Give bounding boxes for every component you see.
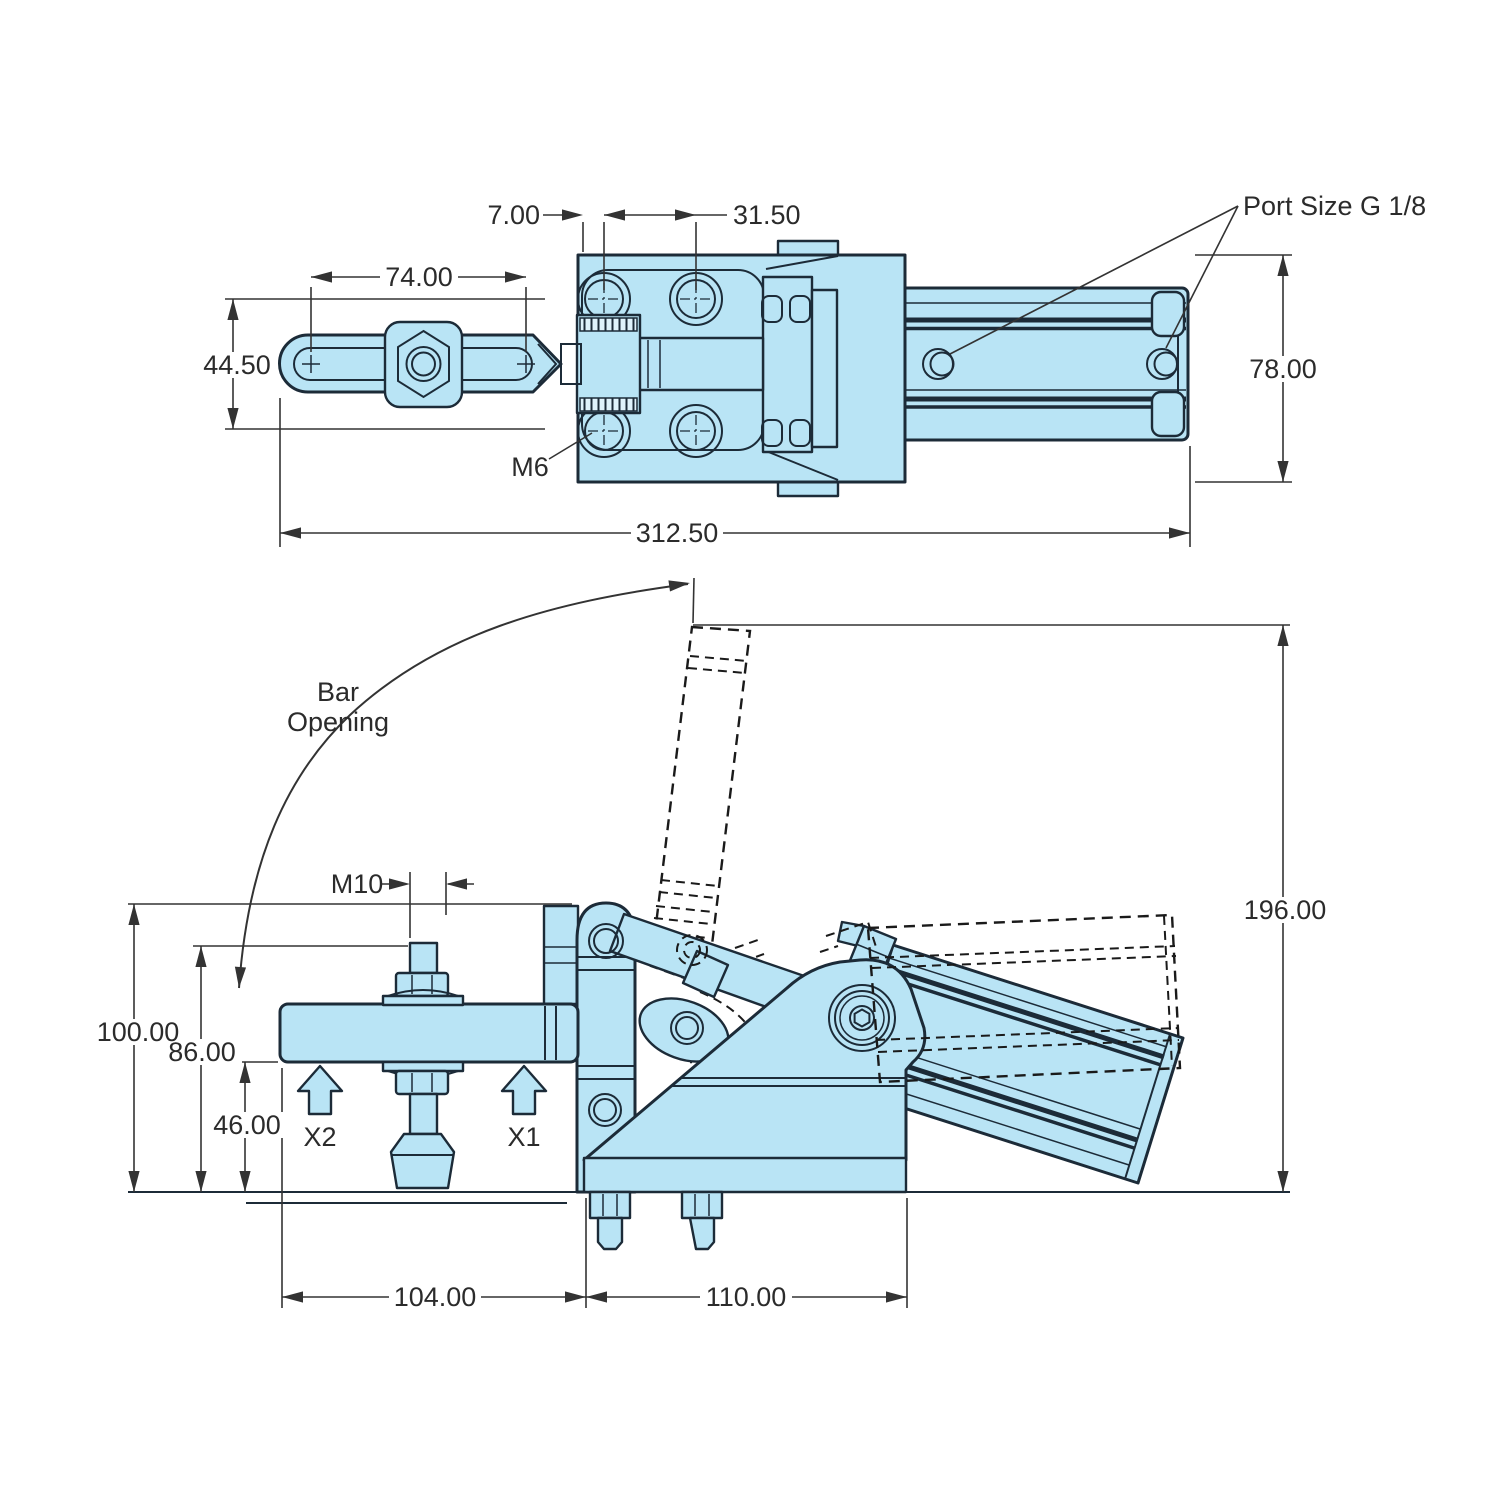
front-view-solid <box>128 901 1290 1251</box>
x1-arrow <box>500 1064 548 1116</box>
m6-leader <box>548 432 593 460</box>
bar-pivot-boss <box>588 923 624 959</box>
rail-end-lug-top <box>1150 290 1186 338</box>
bar-opening-label-line1: Bar <box>317 677 359 707</box>
thread-label-m6: M6 <box>511 452 549 482</box>
dashed-pivot-pin <box>676 934 708 966</box>
top-view: 7.00 31.50 74.00 44.50 78.00 312.50 M6 P… <box>199 191 1426 548</box>
port-leader-left <box>949 205 1239 355</box>
port-size-label: Port Size G 1/8 <box>1243 191 1426 221</box>
sensor-label-x2: X2 <box>303 1122 336 1152</box>
mounting-screw-bottom-right <box>669 404 723 458</box>
thread-label-m10: M10 <box>331 869 384 899</box>
main-pivot-socket <box>849 1005 875 1031</box>
open-position-cylinder-dashed <box>676 913 1182 1084</box>
clamp-arm-top-view <box>278 320 563 409</box>
clamp-bar-front-view <box>278 1002 580 1064</box>
dim-label-78-00: 78.00 <box>1249 354 1317 384</box>
dim-label-46-00: 46.00 <box>213 1110 281 1140</box>
bar-end-holder <box>542 904 580 1006</box>
clamp-body-top-view <box>576 239 907 498</box>
lower-pivot-boss <box>588 1093 622 1127</box>
spindle-stud-top <box>408 941 439 975</box>
port-leader-right <box>1165 205 1239 349</box>
spindle-nut-lower <box>394 1069 450 1096</box>
sensor-label-x1: X1 <box>507 1122 540 1152</box>
spindle-foot <box>389 1132 456 1190</box>
dim-label-7-00: 7.00 <box>487 200 540 230</box>
slot-center-mark-right <box>517 355 535 373</box>
dim-label-104-00: 104.00 <box>394 1282 477 1312</box>
x2-arrow <box>296 1064 344 1116</box>
bar-opening-label-line2: Opening <box>287 707 389 737</box>
thread-hatch-bottom <box>579 397 638 412</box>
base-bolt-right <box>680 1190 724 1251</box>
dim-label-110-00: 110.00 <box>706 1282 787 1312</box>
front-view: 100.00 86.00 46.00 104.00 110.00 196.00 … <box>92 577 1331 1312</box>
slot-center-mark-left <box>302 355 320 373</box>
dimensions-top-view: 7.00 31.50 74.00 44.50 78.00 312.50 M6 P… <box>199 191 1426 548</box>
dim-label-86-00: 86.00 <box>168 1037 236 1067</box>
dim-label-312-50: 312.50 <box>636 518 719 548</box>
hex-nut-top-view <box>397 329 450 399</box>
dimensions-front-view: 100.00 86.00 46.00 104.00 110.00 196.00 … <box>92 577 1331 1312</box>
spindle-assembly <box>381 941 465 1190</box>
dim-label-74-00: 74.00 <box>385 262 453 292</box>
spindle-stud-bottom <box>408 1092 439 1136</box>
rod-boss <box>761 295 811 447</box>
dim-label-44-50: 44.50 <box>203 350 271 380</box>
dim-label-31-50: 31.50 <box>733 200 801 230</box>
clevis-bracket <box>560 313 642 415</box>
thread-hatch-top <box>579 317 638 332</box>
body-bulkhead <box>761 275 814 454</box>
bar-opening-arc <box>233 577 691 989</box>
dim-label-100-00: 100.00 <box>97 1017 180 1047</box>
rail-end-lug-bottom <box>1150 390 1186 438</box>
dim-label-196-00: 196.00 <box>1244 895 1327 925</box>
clamp-body-front-view <box>582 958 927 1162</box>
swivel-head <box>383 320 464 409</box>
base-plate <box>582 1156 908 1194</box>
base-bolt-left <box>588 1190 632 1251</box>
